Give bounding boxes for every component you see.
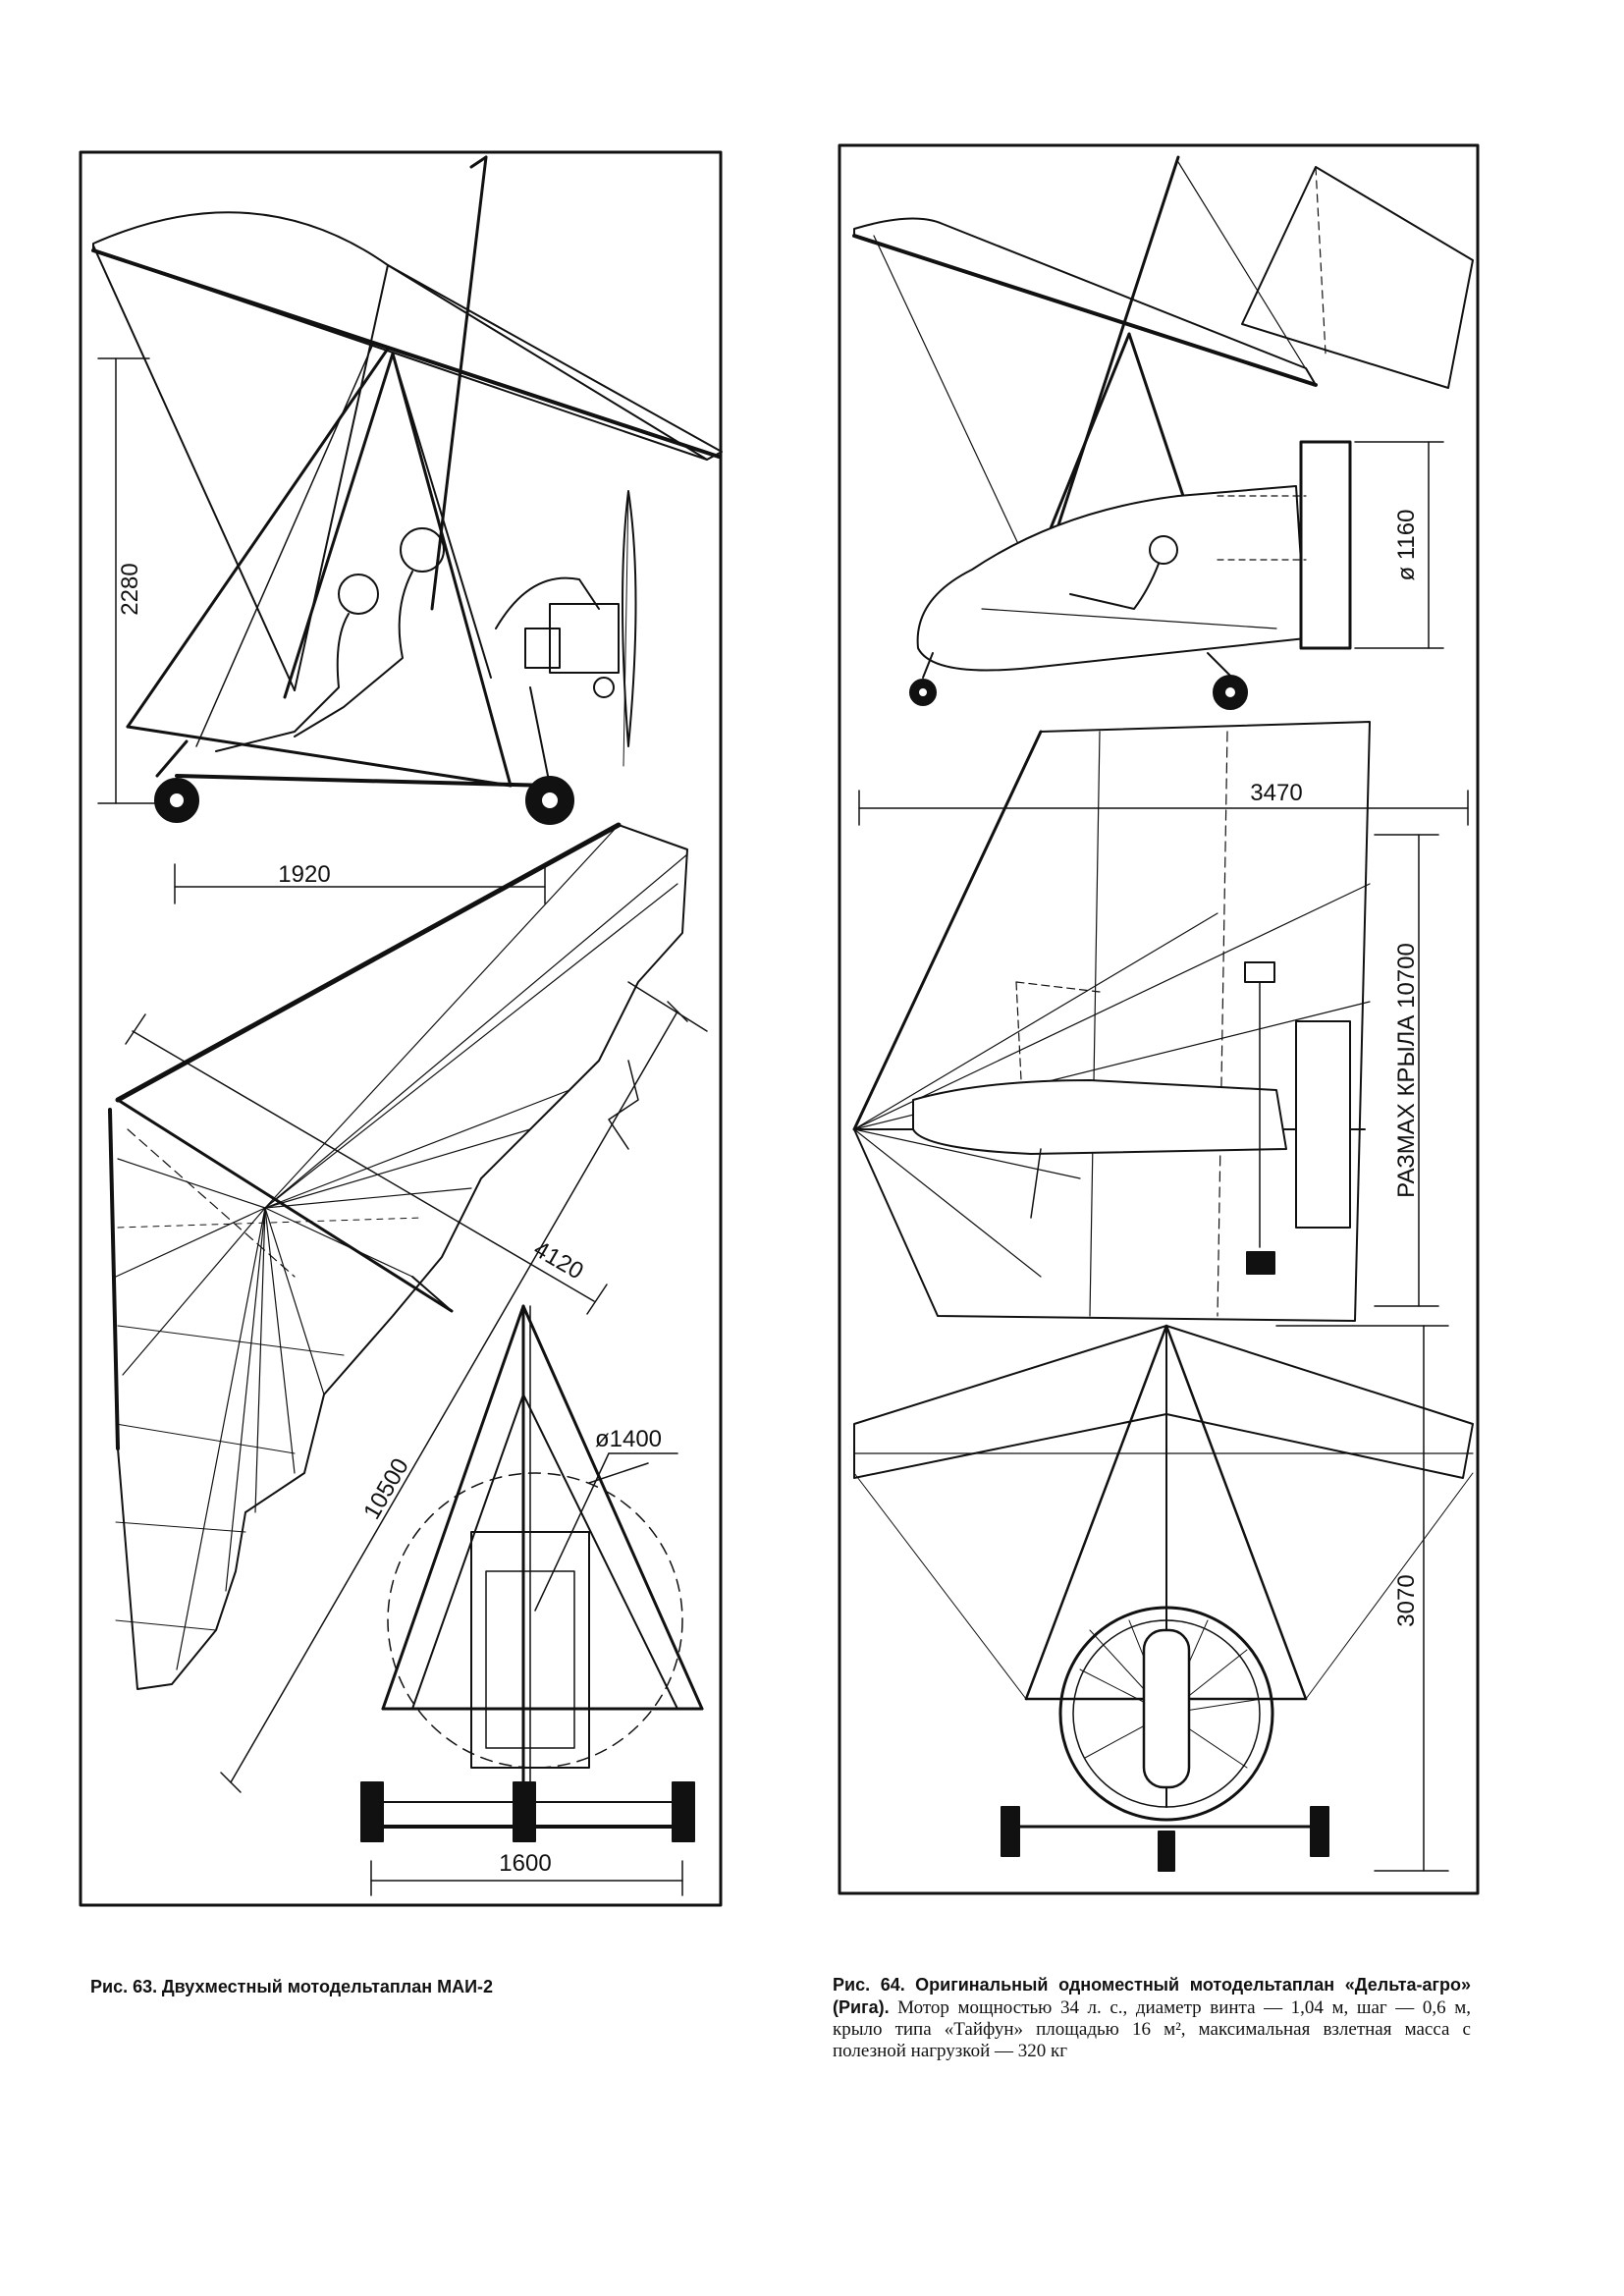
delta-agro-side-view <box>852 155 1474 710</box>
delta-agro-height-dimension <box>1275 1325 1449 1872</box>
figure-63-caption: Рис. 63. Двухместный мотодельтаплан МАИ-… <box>90 1976 719 1998</box>
mai2-chord-label: 4120 <box>529 1235 588 1285</box>
mai2-track-label: 1600 <box>499 1850 551 1877</box>
delta-agro-duct-dimension <box>1354 441 1444 649</box>
mai2-prop-diameter-label: ø1400 <box>595 1426 662 1452</box>
delta-agro-front-view <box>853 1324 1474 1872</box>
mai2-front-view <box>360 1304 704 1842</box>
figure-63-label: Рис. 63. <box>90 1977 158 1996</box>
figure-63-title: Двухместный мотодельтаплан МАИ-2 <box>161 1977 494 1996</box>
mai2-wheelbase-label: 1920 <box>278 861 330 888</box>
figure-64-title: Оригинальный одноместный мотодельтаплан … <box>833 1975 1472 2017</box>
figure-64-body: Мотор мощностью 34 л. с., диаметр винта … <box>833 1997 1472 2061</box>
delta-agro-wing-plan-view <box>852 721 1371 1322</box>
delta-agro-duct-label: ø 1160 <box>1393 510 1420 581</box>
left-figure-frame <box>79 150 723 1907</box>
delta-agro-chord-dimension <box>858 790 1469 826</box>
figure-64-label: Рис. 64. <box>833 1975 905 1995</box>
mai2-track-dimension <box>370 1860 683 1896</box>
mai2-chord-dimension <box>125 981 708 1315</box>
delta-agro-height-label: 3070 <box>1393 1574 1420 1626</box>
mai2-side-view <box>91 155 723 825</box>
delta-agro-span-label: РАЗМАХ КРЫЛА 10700 <box>1393 943 1420 1198</box>
mai2-wheelbase-dimension <box>174 863 546 904</box>
delta-agro-chord-label: 3470 <box>1250 780 1302 806</box>
mai2-height-label: 2280 <box>117 563 143 615</box>
mai2-span-dimension <box>220 1001 688 1793</box>
right-figure-frame <box>838 143 1480 1895</box>
figure-64-caption: Рис. 64. Оригинальный одноместный мотоде… <box>833 1974 1471 2062</box>
delta-agro-span-dimension <box>1374 834 1439 1307</box>
mai2-span-label: 10500 <box>358 1454 414 1524</box>
mai2-wing-plan-view <box>108 822 688 1690</box>
mai2-height-dimension <box>97 357 158 804</box>
